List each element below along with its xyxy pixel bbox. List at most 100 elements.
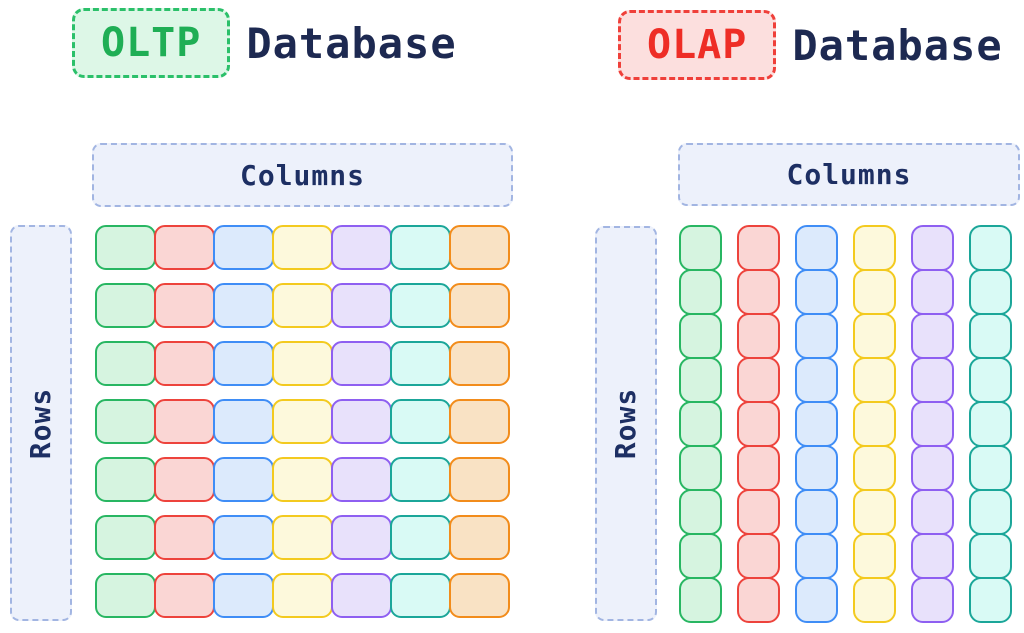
cell-green — [95, 515, 156, 560]
cell-yellow — [272, 457, 333, 502]
cell-teal — [390, 573, 451, 618]
cell-red — [737, 577, 780, 623]
cell-blue — [795, 533, 838, 579]
cell-purple — [331, 225, 392, 270]
cell-green — [679, 269, 722, 315]
cell-blue — [213, 283, 274, 328]
cell-red — [737, 489, 780, 535]
cell-green — [679, 533, 722, 579]
cell-yellow — [853, 225, 896, 271]
olap-columns-label-text: Columns — [786, 158, 912, 191]
cell-yellow — [272, 341, 333, 386]
olap-badge: OLAP — [618, 10, 777, 80]
cell-teal — [969, 225, 1012, 271]
cell-blue — [213, 399, 274, 444]
cell-green — [95, 225, 156, 270]
cell-red — [737, 225, 780, 271]
cell-purple — [911, 269, 954, 315]
grid-row — [95, 457, 510, 502]
cell-orange — [449, 573, 510, 618]
cell-purple — [331, 573, 392, 618]
cell-blue — [213, 515, 274, 560]
cell-yellow — [853, 269, 896, 315]
cell-blue — [213, 225, 274, 270]
grid-column-red — [737, 225, 780, 623]
cell-green — [95, 283, 156, 328]
cell-purple — [331, 457, 392, 502]
cell-green — [679, 445, 722, 491]
cell-teal — [969, 533, 1012, 579]
cell-blue — [795, 357, 838, 403]
cell-red — [154, 399, 215, 444]
cell-red — [154, 457, 215, 502]
cell-teal — [969, 489, 1012, 535]
cell-yellow — [272, 515, 333, 560]
cell-orange — [449, 457, 510, 502]
cell-green — [679, 401, 722, 447]
grid-row — [95, 399, 510, 444]
olap-columns-label: Columns — [678, 143, 1020, 206]
cell-teal — [969, 269, 1012, 315]
cell-red — [154, 225, 215, 270]
cell-teal — [390, 341, 451, 386]
cell-purple — [911, 445, 954, 491]
cell-purple — [911, 313, 954, 359]
cell-yellow — [853, 533, 896, 579]
cell-red — [737, 357, 780, 403]
cell-purple — [331, 341, 392, 386]
grid-column-yellow — [853, 225, 896, 623]
cell-green — [95, 573, 156, 618]
olap-rows-label: Rows — [595, 226, 657, 621]
grid-column-purple — [911, 225, 954, 623]
oltp-rows-label-text: Rows — [24, 387, 58, 459]
cell-yellow — [853, 313, 896, 359]
cell-orange — [449, 341, 510, 386]
cell-blue — [795, 269, 838, 315]
oltp-rows-label: Rows — [10, 225, 72, 621]
cell-red — [737, 401, 780, 447]
cell-red — [154, 515, 215, 560]
cell-green — [95, 399, 156, 444]
cell-red — [154, 573, 215, 618]
cell-blue — [795, 401, 838, 447]
cell-orange — [449, 225, 510, 270]
cell-green — [679, 357, 722, 403]
cell-blue — [213, 341, 274, 386]
cell-teal — [969, 445, 1012, 491]
grid-row — [95, 341, 510, 386]
cell-purple — [911, 489, 954, 535]
grid-row — [95, 225, 510, 270]
cell-green — [95, 457, 156, 502]
cell-yellow — [853, 489, 896, 535]
cell-blue — [795, 313, 838, 359]
cell-purple — [911, 401, 954, 447]
cell-red — [737, 445, 780, 491]
cell-teal — [969, 313, 1012, 359]
cell-teal — [390, 283, 451, 328]
cell-yellow — [853, 577, 896, 623]
cell-teal — [390, 399, 451, 444]
cell-red — [737, 269, 780, 315]
cell-blue — [795, 489, 838, 535]
cell-orange — [449, 399, 510, 444]
oltp-columns-label: Columns — [92, 143, 513, 207]
oltp-badge: OLTP — [72, 8, 231, 78]
olap-column-oriented-grid — [679, 225, 1012, 623]
cell-purple — [911, 225, 954, 271]
cell-teal — [390, 515, 451, 560]
cell-green — [679, 313, 722, 359]
cell-teal — [969, 577, 1012, 623]
cell-purple — [331, 399, 392, 444]
grid-column-teal — [969, 225, 1012, 623]
cell-red — [154, 283, 215, 328]
cell-purple — [911, 577, 954, 623]
cell-blue — [213, 573, 274, 618]
cell-green — [95, 341, 156, 386]
olap-rows-label-text: Rows — [609, 387, 643, 460]
oltp-header: OLTP Database — [72, 8, 457, 78]
cell-green — [679, 489, 722, 535]
cell-purple — [331, 515, 392, 560]
oltp-row-oriented-grid — [95, 225, 510, 618]
cell-orange — [449, 515, 510, 560]
